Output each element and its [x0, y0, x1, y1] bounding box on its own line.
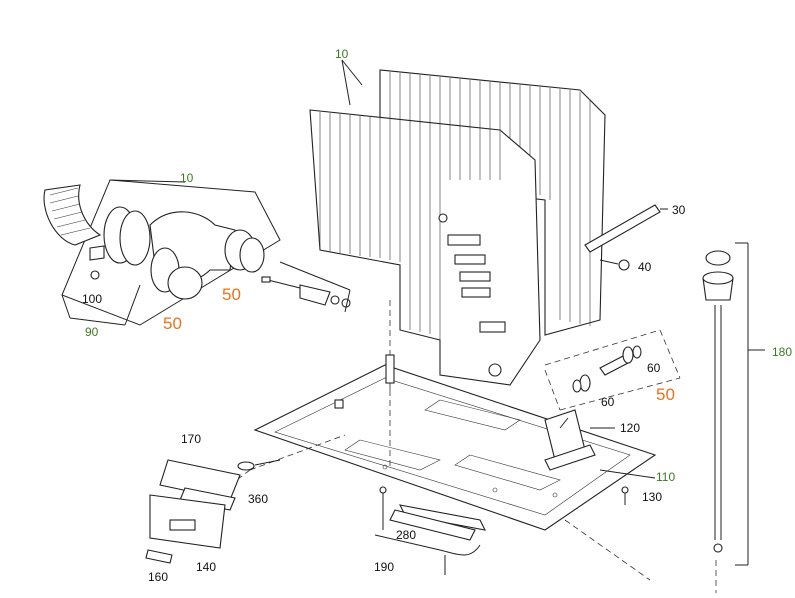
callout-50-a: 50	[222, 285, 241, 304]
probe-part-180	[702, 242, 765, 593]
callout-90: 90	[85, 325, 99, 339]
callout-10-left: 10	[180, 171, 194, 185]
callout-190: 190	[374, 560, 395, 574]
callout-30: 30	[672, 203, 686, 217]
callout-360: 360	[248, 492, 269, 506]
grommet-set-right	[544, 329, 681, 411]
callout-60-a: 60	[647, 361, 661, 375]
heat-exchanger-front	[309, 109, 541, 386]
callout-10-top: 10	[335, 47, 349, 61]
callout-130: 130	[642, 490, 663, 504]
callout-60-b: 60	[601, 395, 615, 409]
burner-plate-part-110	[253, 364, 657, 531]
nut-part-40	[599, 259, 630, 271]
callout-50-b: 50	[163, 314, 182, 333]
callout-110: 110	[656, 470, 676, 484]
callout-40: 40	[638, 260, 652, 274]
callout-180: 180	[772, 345, 793, 359]
clamp-fasteners	[261, 261, 351, 313]
leader-lines-90-100	[61, 284, 141, 326]
label-leader-lines	[109, 59, 656, 479]
callout-100: 100	[82, 292, 103, 306]
callout-120: 120	[620, 421, 641, 435]
callout-280: 280	[396, 528, 417, 542]
control-panel-parts	[145, 459, 281, 564]
bracket-part-120	[544, 409, 615, 471]
bracket-part-30	[584, 204, 668, 253]
igniter-parts	[374, 486, 629, 575]
callout-170: 170	[181, 432, 202, 446]
callout-50-c: 50	[656, 385, 675, 404]
callout-160: 160	[148, 570, 169, 584]
flue-elbow-part-10	[43, 179, 281, 326]
callout-140: 140	[196, 560, 217, 574]
